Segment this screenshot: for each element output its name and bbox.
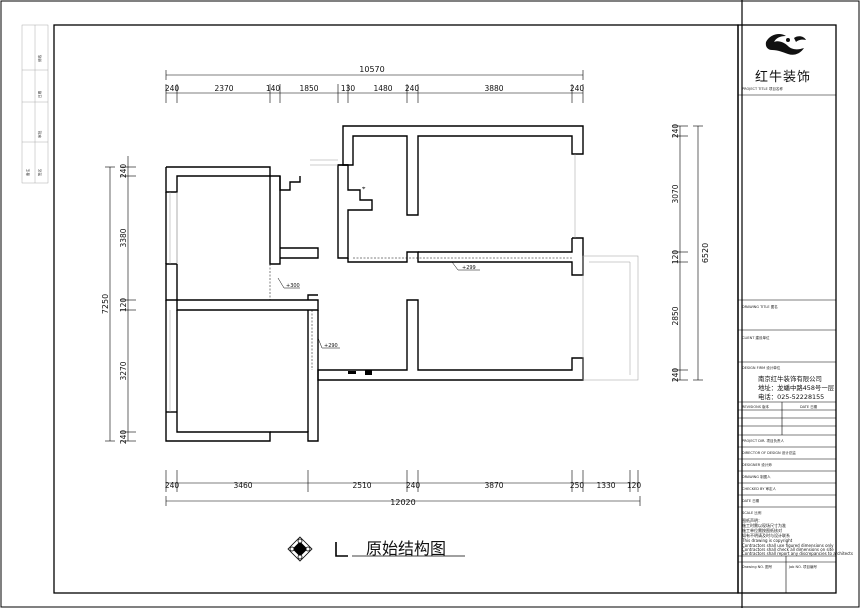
- client-label: CLIENT 建设单位: [742, 336, 770, 340]
- dim-top: 1480: [373, 84, 392, 93]
- bull-logo-icon: [765, 34, 806, 55]
- strip-label: 签名: [38, 168, 42, 176]
- walls: [165, 125, 584, 442]
- dim-bottom: 1330: [596, 481, 615, 490]
- dim-right: 120: [671, 250, 680, 265]
- dim-left-total: 7250: [101, 294, 110, 314]
- dim-right: 3070: [671, 184, 680, 203]
- note-line: 图纸声明：: [742, 518, 762, 523]
- dim-left: 240: [119, 164, 128, 179]
- company-name: 南京红牛装饰有限公司: [758, 375, 822, 383]
- drawing-by-label: DRAWING 制图人: [742, 475, 771, 479]
- dim-right: 2850: [671, 306, 680, 325]
- checked-by-label: CHECKED BY 审定人: [742, 487, 777, 491]
- title-symbol-icon: [287, 536, 313, 562]
- brand-name: 红牛装饰: [755, 70, 812, 85]
- project-director-label: PROJECT DIR. 项目负责人: [742, 439, 784, 443]
- note-line: 施工单位需按图纸核对: [742, 528, 782, 533]
- drawing-title: 原始结构图: [366, 539, 447, 558]
- note-line: Contractors shall check all dimensions o…: [742, 547, 834, 552]
- note-line: Contractors shall report any discrepanci…: [742, 551, 853, 556]
- dim-bottom: 3870: [484, 481, 503, 490]
- scale-label: SCALE 比例: [742, 511, 762, 515]
- dim-top: 130: [341, 84, 356, 93]
- dim-left: 3270: [119, 361, 128, 380]
- job-no-label: Job NO. 项目编号: [789, 565, 817, 569]
- dim-top: 2370: [214, 84, 233, 93]
- level-mark: +299: [462, 265, 476, 271]
- date-column-label: DATE 日期: [800, 405, 818, 409]
- strip-label: 修改: [38, 54, 42, 62]
- dim-top: 240: [405, 84, 420, 93]
- note-line: 如有不明请及时与设计联系: [742, 533, 790, 538]
- note-line: This drawing is copyright: [742, 538, 793, 543]
- dim-left: 120: [119, 298, 128, 313]
- title-block-frame: [737, 24, 837, 594]
- dim-left: 240: [119, 430, 128, 445]
- dim-bottom: 240: [165, 481, 180, 490]
- dim-top: 3880: [484, 84, 503, 93]
- dim-top: 1850: [299, 84, 318, 93]
- dim-bottom: 240: [406, 481, 421, 490]
- drawing-frame: [53, 24, 739, 594]
- dim-bottom: 2510: [352, 481, 371, 490]
- dimension-lines: [105, 70, 703, 506]
- dim-top: 240: [165, 84, 180, 93]
- dim-top: 240: [570, 84, 585, 93]
- dim-bottom: 250: [570, 481, 585, 490]
- dim-bottom: 120: [627, 481, 642, 490]
- project-title-label: PROJECT TITLE 项目名称: [742, 87, 783, 91]
- dim-right: 240: [671, 368, 680, 383]
- director-design-label: DIRECTOR OF DESIGN 设计总监: [742, 451, 796, 455]
- dim-top-total: 10570: [359, 65, 384, 74]
- note-line: Contractors shall use figured dimensions…: [742, 543, 834, 548]
- strip-label: 日期: [38, 90, 42, 98]
- dim-bottom-total: 12020: [390, 498, 415, 507]
- dim-right: 240: [671, 124, 680, 139]
- dim-bottom: 3460: [233, 481, 252, 490]
- drawing-title-label: DRAWING TITLE 图名: [742, 305, 778, 309]
- dim-left: 3380: [119, 228, 128, 247]
- company-address: 地址：龙蟠中路458号一层: [758, 384, 835, 392]
- level-mark: +290: [324, 343, 338, 349]
- svg-text:⌖: ⌖: [362, 185, 366, 192]
- strip-label: 审批: [38, 130, 42, 138]
- strip-label: 备注: [26, 168, 30, 176]
- revisions-label: REVISIONS 版本: [742, 405, 770, 409]
- dim-right-total: 6520: [701, 243, 710, 263]
- design-firm-label: DESIGN FIRM 设计单位: [742, 366, 781, 370]
- note-line: 施工时需以现场尺寸为准: [742, 523, 786, 528]
- date-label: DATE 日期: [742, 499, 760, 503]
- dim-top: 140: [266, 84, 281, 93]
- drawing-no-label: Drawing NO. 图号: [742, 565, 773, 569]
- company-phone: 电话：025-52228155: [758, 393, 825, 401]
- designer-label: DESIGNER 设计师: [742, 463, 772, 467]
- level-mark: +300: [286, 283, 300, 289]
